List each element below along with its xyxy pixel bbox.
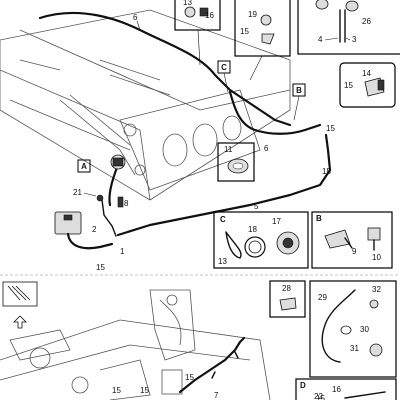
callout-label: 15	[316, 394, 325, 400]
callout-label: 15	[240, 27, 249, 36]
callout-label: D	[300, 381, 306, 390]
callout-box-3-4-26: 26 4 3	[297, 0, 400, 55]
callout-label: 31	[350, 344, 359, 353]
callout-label: 18	[248, 225, 257, 234]
detail-box-b: B 9 10	[311, 211, 393, 269]
callout-label: 22	[314, 392, 323, 400]
lower-chassis-drawing	[0, 289, 271, 400]
callout-box-29-32: 29 32 30 31	[309, 280, 397, 378]
callout-label: 16	[205, 11, 214, 20]
callout-label: A	[81, 162, 87, 171]
callout-label: 3	[352, 35, 357, 44]
callout-box-14-15: 14 15	[339, 62, 396, 108]
detail-tag-b: B	[292, 83, 306, 97]
callout-label: 32	[372, 285, 381, 294]
callout-label: 13	[218, 257, 227, 266]
callout-label: 4	[318, 35, 323, 44]
callout-label: 28	[282, 284, 291, 293]
callout-label: 21	[73, 188, 82, 197]
detail-box-c: C 18 17 13	[213, 211, 309, 269]
callout-label: 19	[248, 10, 257, 19]
callout-label: 15	[322, 167, 331, 176]
detail-box-d: D 22 16 15	[295, 378, 397, 400]
callout-label: 15	[140, 386, 149, 395]
callout-label: 5	[254, 202, 259, 211]
callout-label: 15	[96, 263, 105, 272]
harness-5	[116, 133, 332, 237]
callout-label: 11	[224, 145, 233, 154]
callout-label: 15	[344, 81, 353, 90]
upper-chassis-drawing	[0, 9, 291, 201]
sensor-assembly-a	[110, 154, 126, 170]
callout-label: 8	[124, 199, 129, 208]
detail-tag-c: C	[217, 60, 231, 74]
harness-1-2	[66, 232, 114, 250]
callout-label: 10	[372, 253, 381, 262]
harness-6	[38, 11, 292, 127]
callout-label: 6	[264, 144, 269, 153]
callout-box-13-16: 13 16	[174, 0, 221, 31]
callout-box-19-15: 19 15	[234, 0, 291, 57]
harness-7	[178, 336, 246, 394]
callout-label: 9	[352, 247, 357, 256]
callout-label: 13	[183, 0, 192, 7]
callout-label: 15	[185, 373, 194, 382]
control-unit	[54, 211, 82, 235]
callout-label: B	[316, 214, 322, 223]
callout-label: B	[296, 86, 302, 95]
callout-box-28: 28	[269, 280, 306, 318]
callout-label: 17	[272, 217, 281, 226]
callout-label: 26	[362, 17, 371, 26]
callout-label: 30	[360, 325, 369, 334]
callout-label: 2	[92, 225, 97, 234]
callout-label: 14	[362, 69, 371, 78]
orientation-icon	[2, 281, 38, 329]
callout-label: C	[221, 63, 227, 72]
callout-label: 6	[133, 13, 138, 22]
callout-label: 1	[120, 247, 125, 256]
callout-label: 7	[214, 391, 219, 400]
callout-label: C	[220, 215, 226, 224]
callout-label: 29	[318, 293, 327, 302]
harness-branch	[228, 90, 322, 135]
callout-label: 15	[112, 386, 121, 395]
detail-tag-a: A	[77, 159, 91, 173]
callout-box-11: 11	[217, 142, 255, 182]
callout-label: 16	[332, 385, 341, 394]
harness-to-sensor	[108, 163, 120, 207]
callout-label: 15	[326, 124, 335, 133]
